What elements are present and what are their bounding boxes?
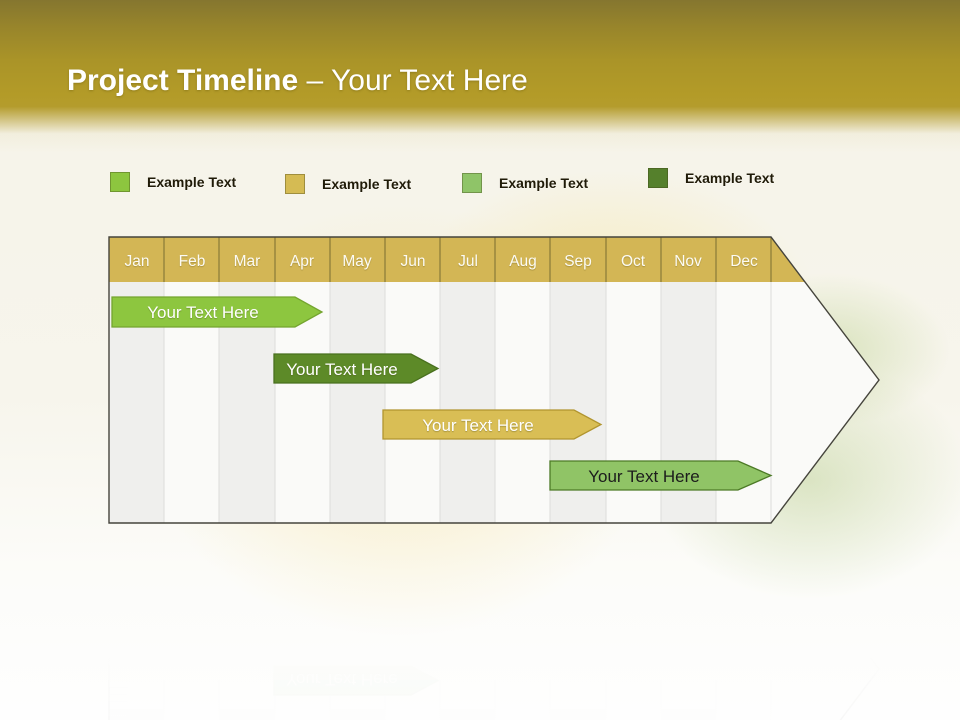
timeline-bar-label: Your Text Here	[588, 467, 700, 486]
page-title-bold: Project Timeline	[67, 64, 299, 97]
title-band	[0, 0, 960, 152]
month-label: Dec	[730, 253, 758, 270]
month-labels: Jan Feb Mar Apr May Jun Jul Aug Sep Oct …	[125, 253, 759, 270]
month-label: Nov	[674, 253, 702, 270]
timeline-arrow-outline	[108, 236, 880, 524]
timeline-bar-2: Your Text Here	[273, 353, 440, 384]
legend-swatch-green	[110, 172, 130, 192]
legend-swatch-gold	[285, 174, 305, 194]
page-title: Project Timeline – Your Text Here	[67, 63, 528, 99]
month-label: Feb	[179, 253, 206, 270]
timeline-bar-shape	[382, 409, 603, 440]
timeline-chart: Jan Feb Mar Apr May Jun Jul Aug Sep Oct …	[108, 236, 882, 524]
timeline-bar-label: Your Text Here	[422, 416, 534, 435]
legend-item-2: Example Text	[285, 174, 411, 194]
month-label: Apr	[290, 253, 314, 270]
month-header-band	[109, 237, 814, 282]
timeline-bar-4: Your Text Here	[549, 460, 773, 491]
month-label: Oct	[621, 253, 646, 270]
timeline-bar-shape	[549, 460, 773, 491]
legend-item-3: Example Text	[462, 173, 588, 193]
timeline-bar-3: Your Text Here	[382, 409, 603, 440]
legend-item-1: Example Text	[110, 172, 236, 192]
month-header-separators	[163, 237, 772, 282]
month-label: Jul	[458, 253, 478, 270]
month-label: Jan	[125, 253, 150, 270]
timeline-bar-label: Your Text Here	[286, 360, 398, 379]
legend-label: Example Text	[322, 176, 412, 192]
month-label: Jun	[401, 253, 426, 270]
month-label: Aug	[509, 253, 537, 270]
timeline-bar-shape	[273, 353, 440, 384]
legend-label: Example Text	[499, 175, 589, 191]
timeline-bar-shape	[111, 296, 324, 328]
page-title-subtitle: – Your Text Here	[306, 64, 528, 97]
legend-label: Example Text	[685, 170, 775, 186]
month-label: Mar	[234, 253, 261, 270]
legend-label: Example Text	[147, 174, 237, 190]
month-label: Sep	[564, 253, 592, 270]
legend-item-4: Example Text	[648, 168, 774, 188]
legend-swatch-lightgreen	[462, 173, 482, 193]
timeline-bar-1: Your Text Here	[111, 296, 324, 328]
legend-swatch-darkgreen	[648, 168, 668, 188]
timeline-bar-label: Your Text Here	[147, 303, 259, 322]
month-label: May	[342, 253, 372, 270]
